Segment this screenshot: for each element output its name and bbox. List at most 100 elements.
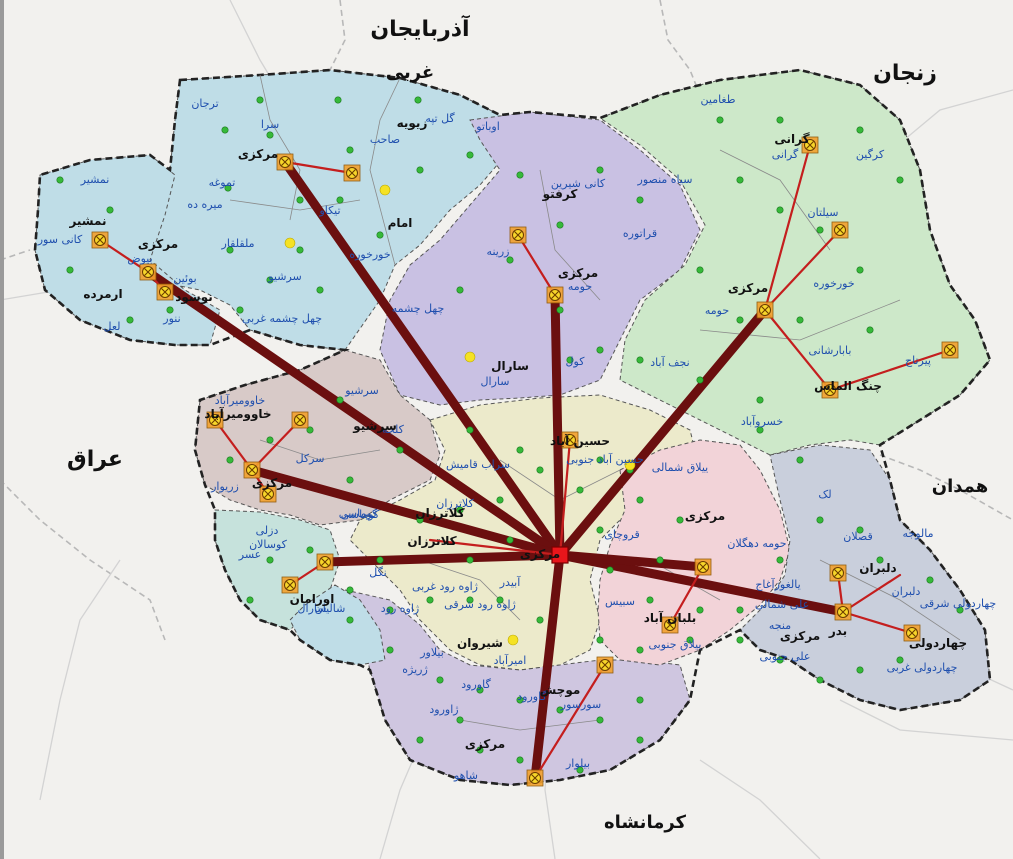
label-iraq: عراق bbox=[67, 447, 123, 472]
village-dot bbox=[396, 446, 404, 454]
village-dot bbox=[496, 496, 504, 504]
village-dot bbox=[414, 96, 422, 104]
village-dot bbox=[656, 556, 664, 564]
district-label: سرکل bbox=[296, 452, 325, 465]
center-label-hoseinabad: حسین آباد bbox=[550, 433, 610, 448]
center-label-delbaran: دلبران bbox=[859, 561, 896, 575]
secondary-dot bbox=[507, 634, 519, 646]
village-dot bbox=[816, 676, 824, 684]
village-dot bbox=[636, 696, 644, 704]
district-label: کوماسی bbox=[341, 508, 380, 521]
village-dot bbox=[126, 316, 134, 324]
district-label: نگل bbox=[369, 566, 386, 579]
village-dot bbox=[816, 516, 824, 524]
region-bijar bbox=[598, 69, 991, 456]
label-hamedan: همدان bbox=[932, 476, 988, 497]
village-dot bbox=[466, 151, 474, 159]
local-link bbox=[558, 438, 572, 557]
village-dot bbox=[736, 316, 744, 324]
district-label: بابارشانی bbox=[809, 344, 852, 357]
node-secondary bbox=[941, 341, 959, 359]
district-label: ژاورود bbox=[429, 703, 458, 716]
district-label: بیلوار bbox=[565, 757, 590, 770]
district-label: کلجه bbox=[382, 423, 405, 436]
district-label: کوسالان bbox=[249, 538, 288, 551]
village-dot bbox=[896, 176, 904, 184]
village-dot bbox=[386, 606, 394, 614]
district-label: نجف آباد bbox=[650, 355, 689, 369]
village-dot bbox=[336, 396, 344, 404]
local-link bbox=[428, 538, 562, 557]
center-label-dehgolan: مرکزی bbox=[685, 509, 725, 523]
center-labels: مرکزیمرکزیمرکزیمرکزیمرکزیمرکزیمرکزیمرکزی… bbox=[68, 116, 967, 751]
district-label: میره ده bbox=[187, 198, 222, 211]
district-label: زرینه bbox=[487, 245, 510, 258]
node-saqqez bbox=[276, 153, 294, 171]
village-dot bbox=[221, 126, 229, 134]
hub-node-sanandaj bbox=[551, 546, 569, 564]
village-dot bbox=[896, 656, 904, 664]
node-divandarreh bbox=[546, 286, 564, 304]
village-dot bbox=[456, 506, 464, 514]
village-dot bbox=[636, 196, 644, 204]
local-link bbox=[283, 160, 354, 175]
province-boundary bbox=[33, 68, 992, 787]
district-label: سارال bbox=[481, 375, 510, 388]
village-dot bbox=[596, 526, 604, 534]
district-label: لعل bbox=[104, 320, 121, 333]
village-dot bbox=[856, 526, 864, 534]
district-label: سورسور bbox=[560, 698, 601, 711]
district-label: کانی سور bbox=[37, 233, 83, 246]
district-label: شالیان bbox=[315, 602, 346, 615]
district-label: ژاوه رود شرقی bbox=[444, 598, 516, 611]
secondary-dot bbox=[284, 237, 296, 249]
district-label: کلاترزان bbox=[436, 497, 474, 510]
center-label-sanandaj: مرکزی bbox=[520, 547, 560, 561]
village-dot bbox=[506, 256, 514, 264]
district-label: نمشیر bbox=[80, 173, 110, 186]
village-dot bbox=[866, 326, 874, 334]
region-marivan bbox=[194, 349, 441, 526]
village-dot bbox=[926, 576, 934, 584]
district-label: حسین آباد جنوبی bbox=[566, 452, 644, 466]
village-dot bbox=[256, 96, 264, 104]
village-dot bbox=[496, 596, 504, 604]
node-secondary bbox=[259, 485, 277, 503]
district-label: حومه دهگلان bbox=[727, 537, 786, 550]
district-label: عسر bbox=[238, 548, 261, 561]
village-dot bbox=[416, 516, 424, 524]
district-label: گرانی bbox=[772, 148, 799, 161]
center-label-garani: گرانی bbox=[774, 132, 809, 146]
district-label: سرشیو bbox=[344, 384, 379, 397]
district-label: مالوجه bbox=[903, 527, 934, 540]
village-dot bbox=[856, 126, 864, 134]
node-secondary bbox=[821, 381, 839, 399]
village-dot bbox=[956, 606, 964, 614]
local-link bbox=[841, 573, 902, 614]
district-label: کرگین bbox=[856, 148, 885, 161]
district-label: کانی شیرین bbox=[551, 177, 606, 190]
neighbor-borders bbox=[0, 0, 1013, 641]
main-link-kalatarzan bbox=[320, 550, 565, 567]
district-label: بوئین bbox=[173, 272, 197, 285]
district-label: گاورود bbox=[461, 678, 491, 691]
village-dot bbox=[796, 316, 804, 324]
village-dot bbox=[636, 646, 644, 654]
county-regions bbox=[34, 69, 991, 786]
district-label: لک bbox=[818, 488, 831, 501]
village-dot bbox=[306, 546, 314, 554]
village-dot bbox=[334, 96, 342, 104]
village-dot bbox=[346, 476, 354, 484]
village-points bbox=[56, 96, 964, 774]
village-dot bbox=[516, 446, 524, 454]
main-link-bijar bbox=[555, 305, 770, 560]
district-label: دزلی bbox=[256, 524, 279, 537]
center-label-qorveh: مرکزی bbox=[780, 629, 820, 643]
village-dot bbox=[576, 766, 584, 774]
center-label-divandarreh: مرکزی bbox=[558, 266, 598, 280]
district-label: قروچای bbox=[604, 528, 639, 541]
service-nodes bbox=[91, 136, 959, 787]
district-label: قصلان bbox=[843, 530, 872, 543]
village-dot bbox=[166, 306, 174, 314]
